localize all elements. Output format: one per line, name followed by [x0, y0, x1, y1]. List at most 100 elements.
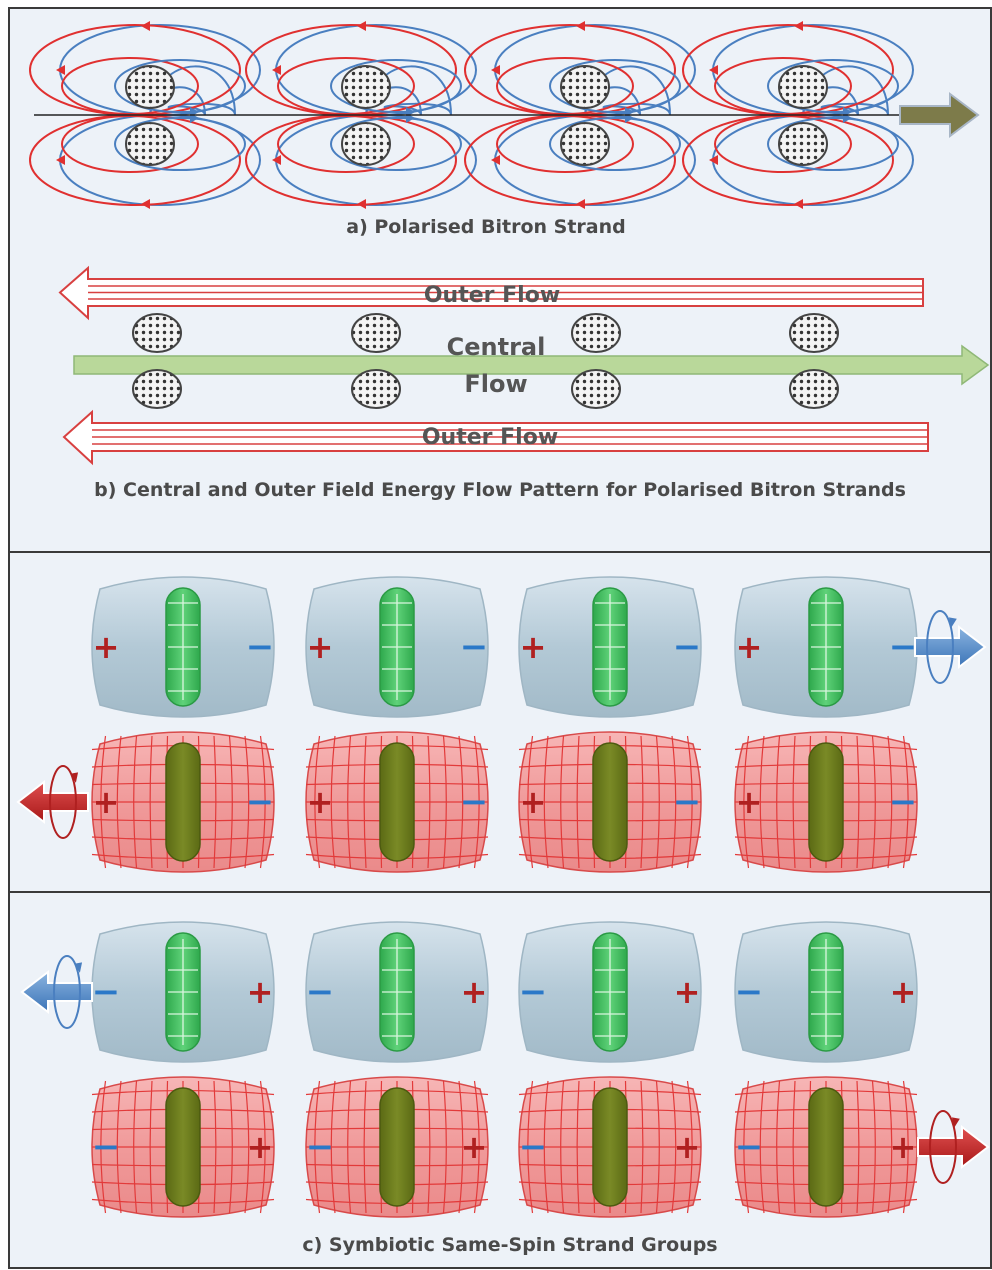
field-loop-red: [496, 57, 634, 115]
strand-unit-blue: +−: [305, 576, 489, 718]
spin-ring: [49, 765, 77, 839]
field-loop-blue: [767, 59, 899, 113]
strand-unit-red: +−: [91, 731, 275, 873]
plus-sign: +: [93, 783, 120, 821]
spin-arrow-red: [16, 765, 89, 839]
field-loop-blue: [767, 117, 899, 171]
strand-core: [592, 1087, 628, 1207]
field-arrowhead: [357, 199, 366, 209]
minus-sign: −: [735, 972, 764, 1012]
minus-sign: −: [889, 627, 918, 667]
strand-core: [808, 742, 844, 862]
outer-flow-arrow-bottom: [62, 409, 929, 466]
spin-ring: [926, 610, 954, 684]
plus-sign: +: [520, 628, 547, 666]
field-loop-blue: [114, 117, 246, 171]
spin-arrow-shaft: [917, 1124, 990, 1170]
field-arrowhead: [709, 155, 718, 165]
plus-sign: +: [307, 628, 334, 666]
strand-unit-red: −+: [91, 1076, 275, 1218]
minus-sign: −: [92, 1127, 121, 1167]
outer-flow-arrow-top: [58, 265, 924, 321]
field-arrowhead: [272, 155, 281, 165]
bitron: [778, 122, 828, 166]
bitron: [125, 122, 175, 166]
caption-c: c) Symbiotic Same-Spin Strand Groups: [302, 1234, 717, 1256]
polarised-bitron-strand: [29, 21, 914, 209]
minus-sign: −: [519, 972, 548, 1012]
spin-ring-arrowhead: [951, 1117, 960, 1128]
field-loop-blue: [330, 59, 462, 113]
strand-unit-blue: −+: [305, 921, 489, 1063]
bitron: [132, 369, 182, 409]
minus-sign: −: [460, 627, 489, 667]
spin-arrow-shaft: [914, 624, 987, 670]
bitron: [132, 313, 182, 353]
bitron: [571, 313, 621, 353]
field-arrowhead: [141, 199, 150, 209]
minus-sign: −: [519, 1127, 548, 1167]
plus-sign: +: [461, 1128, 488, 1166]
plus-sign: +: [461, 973, 488, 1011]
bitron: [341, 65, 391, 109]
spin-arrow-shaft: [16, 779, 89, 825]
strand-direction-arrow: [899, 92, 980, 138]
minus-sign: −: [246, 782, 275, 822]
outer-flow-label-top: Outer Flow: [424, 283, 560, 308]
strand-unit-red: +−: [518, 731, 702, 873]
strand-core: [379, 742, 415, 862]
field-loop-blue: [114, 59, 246, 113]
plus-sign: +: [93, 628, 120, 666]
strand-unit-blue: −+: [518, 921, 702, 1063]
bitron: [560, 65, 610, 109]
field-arrowhead: [709, 65, 718, 75]
field-arrowhead: [56, 155, 65, 165]
minus-sign: −: [673, 782, 702, 822]
field-arrowhead: [794, 199, 803, 209]
minus-sign: −: [92, 972, 121, 1012]
strand-unit-red: +−: [305, 731, 489, 873]
field-loop-red: [277, 57, 415, 115]
minus-sign: −: [306, 972, 335, 1012]
bitron-pair-a: [29, 21, 261, 209]
central-flow-arrow: [73, 344, 990, 386]
strand-unit-red: −+: [734, 1076, 918, 1218]
bitron: [789, 313, 839, 353]
minus-sign: −: [306, 1127, 335, 1167]
plus-sign: +: [736, 628, 763, 666]
plus-sign: +: [247, 973, 274, 1011]
bitron: [341, 122, 391, 166]
field-loop-red: [61, 57, 199, 115]
field-loop-red: [496, 115, 634, 173]
spin-ring: [929, 1110, 957, 1184]
minus-sign: −: [246, 627, 275, 667]
strand-unit-blue: +−: [91, 576, 275, 718]
plus-sign: +: [674, 1128, 701, 1166]
strand-core: [808, 1087, 844, 1207]
strand-core: [165, 1087, 201, 1207]
plus-sign: +: [247, 1128, 274, 1166]
bitron: [351, 369, 401, 409]
field-loop-blue: [330, 117, 462, 171]
bitron: [571, 369, 621, 409]
plus-sign: +: [736, 783, 763, 821]
strand-unit-blue: +−: [518, 576, 702, 718]
minus-sign: −: [735, 1127, 764, 1167]
plus-sign: +: [890, 973, 917, 1011]
field-loop-red: [714, 115, 852, 173]
plus-sign: +: [674, 973, 701, 1011]
minus-sign: −: [460, 782, 489, 822]
strand-unit-blue: −+: [91, 921, 275, 1063]
plus-sign: +: [520, 783, 547, 821]
bitron: [125, 65, 175, 109]
field-arrowhead: [491, 155, 500, 165]
minus-sign: −: [673, 627, 702, 667]
field-arrowhead: [576, 199, 585, 209]
bitron: [778, 65, 828, 109]
spin-arrow-blue: [20, 955, 93, 1029]
bitron: [789, 369, 839, 409]
field-loop-red: [714, 57, 852, 115]
spin-arrow-shaft: [20, 969, 93, 1015]
field-arrowhead: [141, 21, 150, 31]
field-arrowhead: [491, 65, 500, 75]
